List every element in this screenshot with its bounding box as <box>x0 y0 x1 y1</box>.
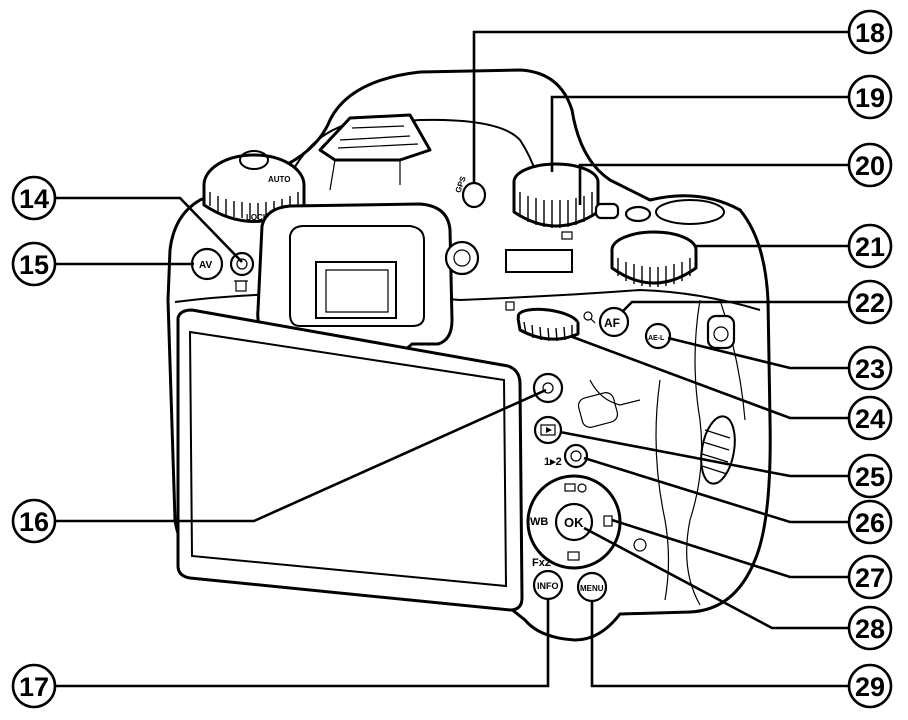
leader-19 <box>550 95 848 172</box>
callout-18-label: 18 <box>855 18 885 48</box>
callout-16: 16 <box>11 498 57 544</box>
callout-14-label: 14 <box>19 184 49 214</box>
strap-lug <box>706 314 736 350</box>
leader-25 <box>559 430 848 478</box>
leader-28 <box>583 526 848 630</box>
callout-29: 29 <box>847 663 893 709</box>
picture-mode-icon <box>567 551 580 561</box>
menu-button-label: MENU <box>580 584 604 593</box>
leader-23 <box>667 336 848 370</box>
drive-mode-icon <box>564 483 587 493</box>
callout-28: 28 <box>847 605 893 651</box>
callout-16-label: 16 <box>19 507 49 537</box>
callout-19: 19 <box>847 74 893 120</box>
card-slot-label: 1▸2 <box>544 456 562 468</box>
thumbnail-icon <box>505 301 515 311</box>
callout-23-label: 23 <box>855 354 885 384</box>
thumb-wheel[interactable] <box>516 306 580 342</box>
leader-29 <box>590 600 848 688</box>
callout-17-label: 17 <box>19 672 49 702</box>
top-dial-knurl <box>519 192 593 228</box>
card-select-button[interactable] <box>563 443 589 469</box>
callout-22: 22 <box>847 279 893 325</box>
zoom-icon <box>583 311 596 324</box>
callout-26: 26 <box>847 499 893 545</box>
four-way-controller[interactable]: OK WB <box>526 474 622 570</box>
av-button[interactable]: AV <box>190 247 224 281</box>
leader-24 <box>569 334 848 420</box>
ok-button-label: OK <box>564 515 584 530</box>
rear-dial-knurl <box>617 258 691 287</box>
leader-17 <box>56 600 550 688</box>
callout-23: 23 <box>847 345 893 391</box>
ael-button[interactable]: AE-L <box>644 322 672 350</box>
leader-20 <box>578 163 848 205</box>
info-button-label: INFO <box>537 581 559 591</box>
callout-24-label: 24 <box>855 404 885 434</box>
callout-20-label: 20 <box>855 151 885 181</box>
callout-21: 21 <box>847 223 893 269</box>
auto-label: AUTO <box>268 175 291 184</box>
callout-15: 15 <box>11 241 57 287</box>
callout-25-label: 25 <box>855 462 885 492</box>
power-button[interactable] <box>624 205 652 223</box>
wb-label: WB <box>530 516 548 528</box>
lcd-monitor <box>176 308 524 612</box>
callout-28-label: 28 <box>855 614 885 644</box>
live-view-button[interactable] <box>532 372 564 404</box>
callout-27-label: 27 <box>855 563 885 593</box>
leader-16 <box>56 388 547 523</box>
callout-14: 14 <box>11 175 57 221</box>
leader-18 <box>472 30 848 184</box>
leader-22 <box>621 300 848 313</box>
callout-24: 24 <box>847 395 893 441</box>
leader-lines <box>56 30 848 688</box>
playback-button[interactable] <box>533 415 563 445</box>
top-dial[interactable] <box>512 162 600 228</box>
diopter-wheel[interactable] <box>444 240 480 276</box>
gps-button[interactable]: GPS <box>454 174 487 209</box>
ok-button[interactable] <box>554 502 594 542</box>
callout-22-label: 22 <box>855 288 885 318</box>
ael-button-label: AE-L <box>648 335 665 342</box>
af-button-label: AF <box>604 316 620 330</box>
callout-29-label: 29 <box>855 672 885 702</box>
rear-command-dial[interactable] <box>610 230 698 287</box>
green-button[interactable] <box>229 251 255 277</box>
callout-17: 17 <box>11 663 57 709</box>
mode-dial-knurl <box>209 192 299 219</box>
callout-20: 20 <box>847 142 893 188</box>
av-button-label: AV <box>199 260 212 271</box>
leader-26 <box>583 456 848 524</box>
fx2-label: Fx2 <box>532 557 551 569</box>
callout-21-label: 21 <box>855 232 885 262</box>
play-icon <box>546 427 552 433</box>
callout-26-label: 26 <box>855 508 885 538</box>
dial-lock-lever[interactable] <box>594 202 620 220</box>
callout-18: 18 <box>847 9 893 55</box>
shutter-area <box>655 199 725 225</box>
trash-icon <box>234 280 248 292</box>
callout-25: 25 <box>847 453 893 499</box>
top-lcd-panel <box>505 249 573 273</box>
lock-label: LOCK <box>246 213 269 222</box>
callout-27: 27 <box>847 554 893 600</box>
camera-icon <box>561 231 573 240</box>
callout-19-label: 19 <box>855 83 885 113</box>
callouts: 14 15 16 17 18 19 20 21 <box>11 9 893 709</box>
leader-27 <box>611 518 848 579</box>
callout-15-label: 15 <box>19 250 49 280</box>
leader-14 <box>56 196 243 263</box>
af-button[interactable]: AF <box>598 306 630 338</box>
info-button[interactable]: INFO <box>532 569 564 601</box>
menu-button[interactable]: MENU <box>576 571 608 603</box>
